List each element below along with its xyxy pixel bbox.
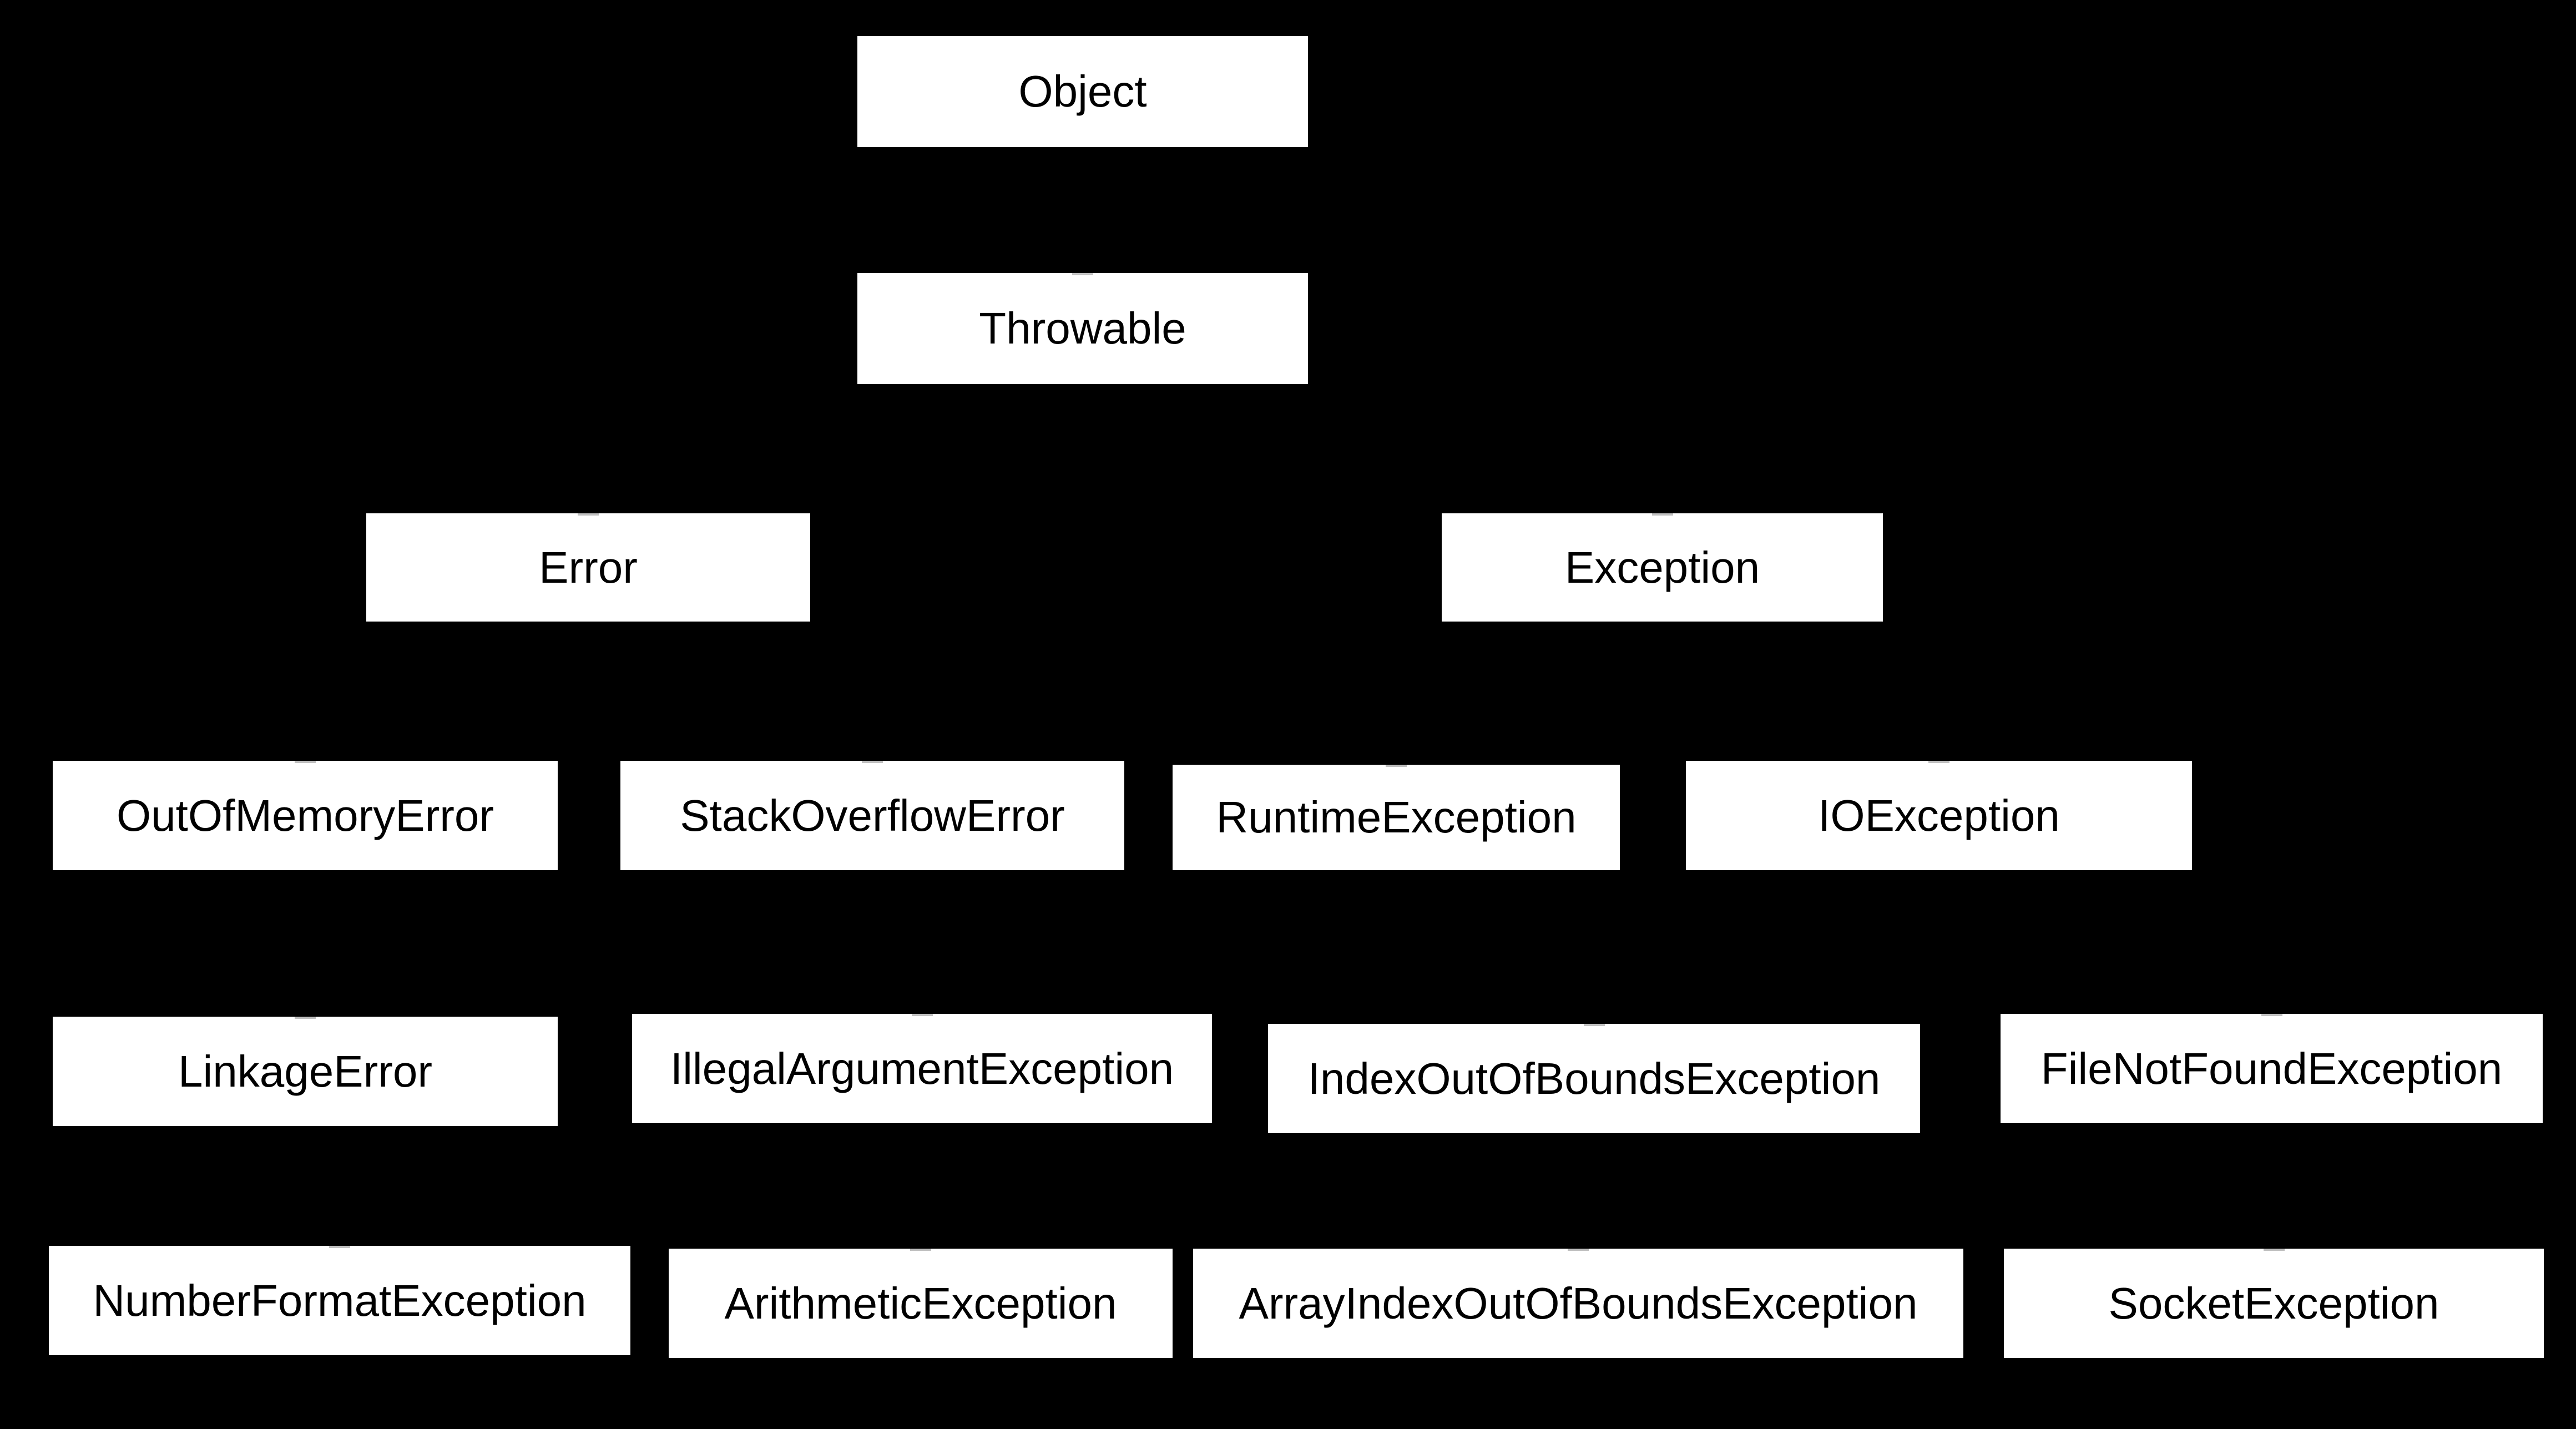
node-runtimeexception: RuntimeException	[1173, 765, 1620, 870]
node-filenotfoundexception: FileNotFoundException	[2001, 1014, 2543, 1123]
node-ioexception: IOException	[1686, 761, 2192, 870]
node-error: Error	[366, 513, 810, 622]
node-illegalargumentexception: IllegalArgumentException	[632, 1014, 1212, 1123]
node-throwable: Throwable	[857, 273, 1308, 384]
node-stackoverflowerror: StackOverflowError	[620, 761, 1124, 870]
node-socketexception: SocketException	[2004, 1249, 2544, 1358]
node-numberformatexception: NumberFormatException	[49, 1246, 630, 1355]
node-arrayindexoutofboundsexception: ArrayIndexOutOfBoundsException	[1193, 1249, 1963, 1358]
node-exception: Exception	[1442, 513, 1883, 622]
node-object: Object	[857, 36, 1308, 147]
node-linkageerror: LinkageError	[53, 1017, 558, 1126]
node-outofmemoryerror: OutOfMemoryError	[53, 761, 558, 870]
node-indexoutofboundsexception: IndexOutOfBoundsException	[1268, 1024, 1920, 1133]
node-arithmeticexception: ArithmeticException	[669, 1249, 1173, 1358]
